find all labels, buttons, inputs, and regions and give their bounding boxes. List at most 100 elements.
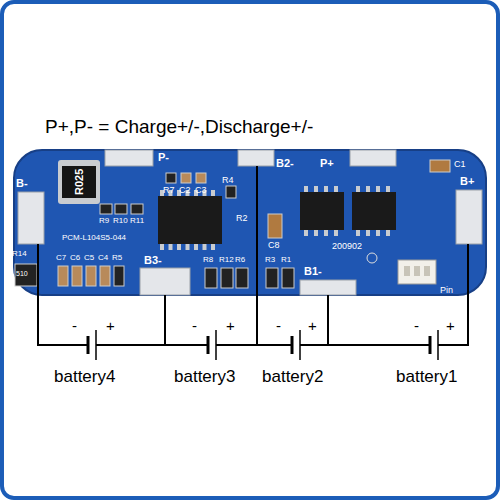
ic-pin xyxy=(334,230,338,236)
part-name: C8 xyxy=(268,241,280,250)
pad xyxy=(456,190,482,244)
ic-pin xyxy=(186,244,190,250)
part-name: C5 xyxy=(84,254,94,262)
ic-pins xyxy=(160,186,390,250)
battery-plate xyxy=(299,330,301,360)
ic-body xyxy=(158,196,222,244)
resistor-symbol xyxy=(205,268,217,288)
ic-pin xyxy=(314,186,318,192)
ic-pin xyxy=(177,244,181,250)
wire xyxy=(164,295,166,345)
pad xyxy=(350,150,396,166)
pad-label: B- xyxy=(16,178,28,189)
part-name: R14 xyxy=(12,250,27,258)
pcb-board xyxy=(14,150,486,295)
resistor-terminal xyxy=(58,160,100,204)
connector-label: Pin xyxy=(440,286,453,295)
part-name: C1 xyxy=(454,160,466,169)
polarity-sign: - xyxy=(72,318,77,333)
battery-plate xyxy=(437,330,439,360)
ic-pin xyxy=(169,244,173,250)
wire xyxy=(327,295,329,345)
resistor-symbol xyxy=(15,264,37,286)
ic-pin xyxy=(386,230,390,236)
wire xyxy=(438,244,468,345)
part-name: R8 xyxy=(203,256,213,264)
polarity-sign: - xyxy=(276,318,281,333)
resistor-symbol xyxy=(282,268,294,288)
pad xyxy=(140,268,190,295)
part-name: C4 xyxy=(98,254,108,262)
battery-label: battery1 xyxy=(396,368,457,385)
part-name: R7 xyxy=(163,186,175,195)
pad-label: P- xyxy=(158,152,169,163)
connector-pin xyxy=(414,266,420,276)
part-name: C3 xyxy=(195,186,207,195)
mosfets xyxy=(300,192,396,230)
battery-plate xyxy=(87,336,90,354)
pad xyxy=(300,280,356,295)
ic-pin xyxy=(334,186,338,192)
part-name: R1 xyxy=(281,256,291,264)
resistor-symbol xyxy=(221,268,233,288)
battery-label: battery4 xyxy=(54,368,115,385)
part-name: R2 xyxy=(236,214,248,223)
sense-resistor xyxy=(58,160,100,204)
test-point xyxy=(367,253,377,263)
board-code: 200902 xyxy=(332,242,362,251)
battery-label: battery2 xyxy=(262,368,323,385)
wire xyxy=(300,344,430,346)
polarity-sign: + xyxy=(308,318,317,333)
battery-plate xyxy=(95,330,97,360)
resistor-symbol xyxy=(131,204,143,214)
part-name: R3 xyxy=(265,256,275,264)
polarity-sign: + xyxy=(106,318,115,333)
resistor-body xyxy=(62,166,96,198)
pad xyxy=(105,150,153,166)
resistor-symbol xyxy=(166,173,176,183)
capacitor-symbol xyxy=(100,266,110,286)
battery-plate xyxy=(429,336,432,354)
capacitor-symbol xyxy=(72,266,82,286)
ic-pin xyxy=(366,186,370,192)
ic-pin xyxy=(304,230,308,236)
capacitor-symbol xyxy=(181,173,191,183)
pad xyxy=(238,150,274,166)
polarity-sign: + xyxy=(226,318,235,333)
pad xyxy=(18,192,44,244)
part-name: R10 xyxy=(113,217,128,225)
part-name: R5 xyxy=(112,254,122,262)
ic-pin xyxy=(386,186,390,192)
ic-pin xyxy=(376,230,380,236)
wire xyxy=(256,166,258,345)
pad-label: P+ xyxy=(320,158,334,169)
resistor-symbol xyxy=(226,186,236,198)
capacitor-symbol xyxy=(430,160,450,172)
ic-pin xyxy=(324,186,328,192)
battery-plate xyxy=(291,336,294,354)
mosfet-body xyxy=(352,192,396,230)
part-name: R4 xyxy=(222,176,234,185)
part-name: C2 xyxy=(179,186,191,195)
resistor-symbol xyxy=(115,204,127,214)
pad-label: B+ xyxy=(460,176,474,187)
part-marking: R025 xyxy=(74,169,85,195)
ic-pin xyxy=(324,230,328,236)
part-name: C7 xyxy=(56,254,66,262)
ic-pin xyxy=(314,230,318,236)
capacitor-symbol xyxy=(86,266,96,286)
part-name: R9 xyxy=(99,217,109,225)
resistor-symbol xyxy=(266,268,278,288)
wire xyxy=(216,344,292,346)
part-name: R6 xyxy=(235,256,245,264)
protection-ic xyxy=(158,196,222,244)
part-name: R11 xyxy=(130,217,144,225)
ic-pin xyxy=(194,244,198,250)
ic-pin xyxy=(356,186,360,192)
connector-pin xyxy=(424,266,430,276)
ic-pin xyxy=(211,244,215,250)
polarity-sign: - xyxy=(192,318,197,333)
part-marking: 510 xyxy=(16,270,28,277)
